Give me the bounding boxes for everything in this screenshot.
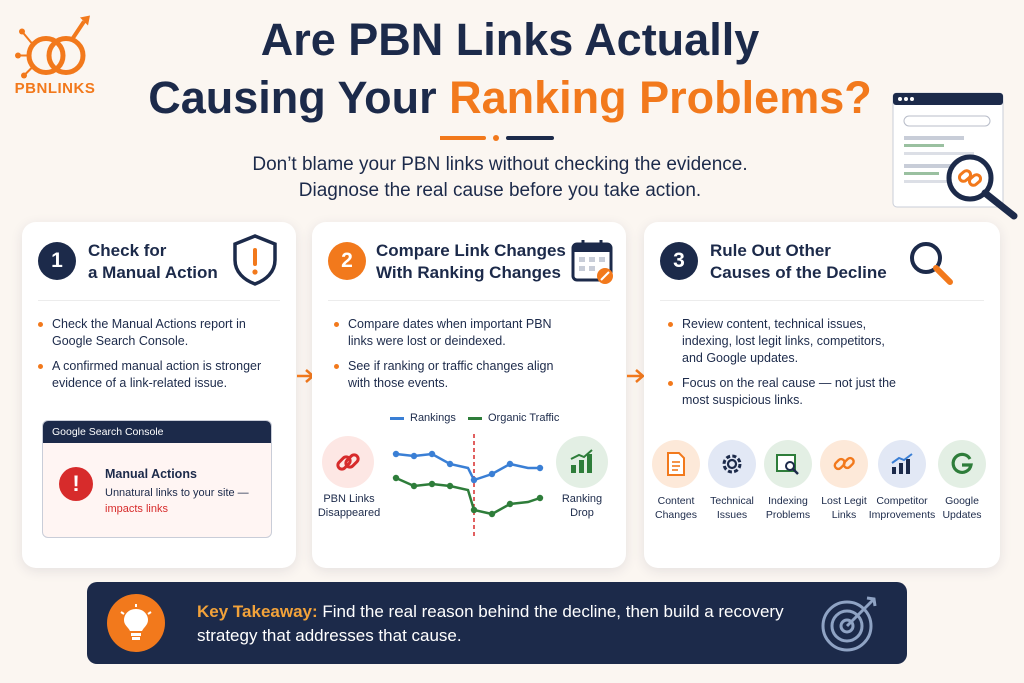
- step2-number: 2: [328, 242, 366, 280]
- legend-rankings-label: Rankings: [410, 412, 456, 424]
- step2-card: 2 Compare Link Changes With Ranking Chan…: [312, 222, 626, 568]
- broken-link-icon: [322, 436, 374, 488]
- list-item: A confirmed manual action is stronger ev…: [38, 358, 268, 392]
- step1-card: 1 Check for a Manual Action Check the Ma…: [22, 222, 296, 568]
- gsc-manual-action-panel: Google Search Console ! Manual Actions U…: [42, 420, 272, 538]
- cause-line: Technical: [710, 495, 754, 507]
- alert-icon: !: [59, 467, 93, 501]
- logo-text: PBNLINKS: [14, 80, 96, 97]
- step1-title-line1: Check for: [88, 241, 167, 260]
- arrow-right-icon: [627, 369, 645, 383]
- step3-card: 3 Rule Out Other Causes of the Decline R…: [644, 222, 1000, 568]
- rankings-traffic-line-chart: [392, 434, 544, 538]
- title-divider: [440, 135, 554, 141]
- gear-icon: [708, 440, 756, 488]
- list-item: Compare dates when important PBN links w…: [334, 316, 574, 350]
- step1-bullets: Check the Manual Actions report in Googl…: [38, 316, 268, 400]
- legend-traffic-label: Organic Traffic: [488, 412, 560, 424]
- step2-title-line1: Compare Link Changes: [376, 241, 566, 260]
- label-line: PBN Links: [323, 493, 375, 505]
- list-item: Check the Manual Actions report in Googl…: [38, 316, 268, 350]
- subtitle-line1: Don’t blame your PBN links without check…: [252, 154, 748, 175]
- list-item: Review content, technical issues, indexi…: [668, 316, 898, 367]
- step3-title-line2: Causes of the Decline: [710, 263, 887, 282]
- cause-line: Lost Legit: [821, 495, 867, 507]
- step2-title-line2: With Ranking Changes: [376, 263, 561, 282]
- takeaway-text: Key Takeaway: Find the real reason behin…: [197, 600, 797, 648]
- pbn-links-disappeared-label: PBN Links Disappeared: [314, 492, 384, 520]
- search-page-icon: [764, 440, 812, 488]
- page-title-line1: Are PBN Links Actually: [260, 14, 760, 65]
- gsc-impact: impacts links: [105, 503, 168, 515]
- gsc-title: Manual Actions: [105, 467, 197, 481]
- ranking-drop-label: Ranking Drop: [548, 492, 616, 520]
- lightbulb-icon: [107, 594, 165, 652]
- label-line: Drop: [570, 507, 594, 519]
- subtitle-line2: Diagnose the real cause before you take …: [298, 180, 702, 201]
- label-line: Disappeared: [317, 507, 381, 519]
- cause-line: Links: [831, 509, 857, 521]
- gsc-message: Unnatural links to your site —: [105, 487, 249, 499]
- search-icon: [910, 242, 953, 285]
- target-icon: [821, 596, 877, 652]
- cause-line: Google: [945, 495, 979, 507]
- cause-line: Problems: [765, 509, 811, 521]
- cause-line: Improvements: [868, 509, 936, 521]
- calendar-icon: [571, 240, 613, 284]
- pbnlinks-logo-icon: [15, 15, 90, 79]
- gsc-header: Google Search Console: [43, 421, 271, 443]
- cause-line: Competitor: [876, 495, 928, 507]
- title-accent: Ranking Problems?: [449, 72, 872, 123]
- step3-title: Rule Out Other Causes of the Decline: [710, 240, 887, 284]
- label-line: Ranking: [561, 493, 603, 505]
- cause-line: Content: [657, 495, 695, 507]
- step1-title: Check for a Manual Action: [88, 240, 218, 284]
- step1-number: 1: [38, 242, 76, 280]
- shield-alert-icon: [233, 234, 277, 286]
- legend-traffic: Organic Traffic: [468, 412, 559, 424]
- document-icon: [652, 440, 700, 488]
- cause-line: Issues: [716, 509, 748, 521]
- step3-title-line1: Rule Out Other: [710, 241, 831, 260]
- magnifier-link-icon: [946, 154, 1018, 220]
- takeaway-line1: Find the real reason behind the decline,…: [317, 602, 784, 621]
- growth-chart-icon: [878, 440, 926, 488]
- cause-line: Changes: [654, 509, 698, 521]
- list-item: See if ranking or traffic changes align …: [334, 358, 574, 392]
- step2-title: Compare Link Changes With Ranking Change…: [376, 240, 566, 284]
- list-item: Focus on the real cause — not just the m…: [668, 375, 898, 409]
- bar-chart-up-icon: [556, 436, 608, 488]
- broken-link-icon: [820, 440, 868, 488]
- takeaway-line2: strategy that addresses that cause.: [197, 626, 462, 645]
- google-g-icon: [938, 440, 986, 488]
- legend-rankings: Rankings: [390, 412, 456, 424]
- title-plain: Causing Your: [148, 72, 450, 123]
- page-title-line2: Causing Your Ranking Problems?: [120, 72, 900, 124]
- step3-number: 3: [660, 242, 698, 280]
- cause-line: Updates: [942, 509, 982, 521]
- cause-line: Indexing: [768, 495, 808, 507]
- takeaway-label: Key Takeaway:: [197, 602, 318, 621]
- step1-title-line2: a Manual Action: [88, 263, 218, 282]
- key-takeaway-banner: Key Takeaway: Find the real reason behin…: [87, 582, 907, 664]
- step2-bullets: Compare dates when important PBN links w…: [334, 316, 574, 400]
- step3-bullets: Review content, technical issues, indexi…: [668, 316, 898, 417]
